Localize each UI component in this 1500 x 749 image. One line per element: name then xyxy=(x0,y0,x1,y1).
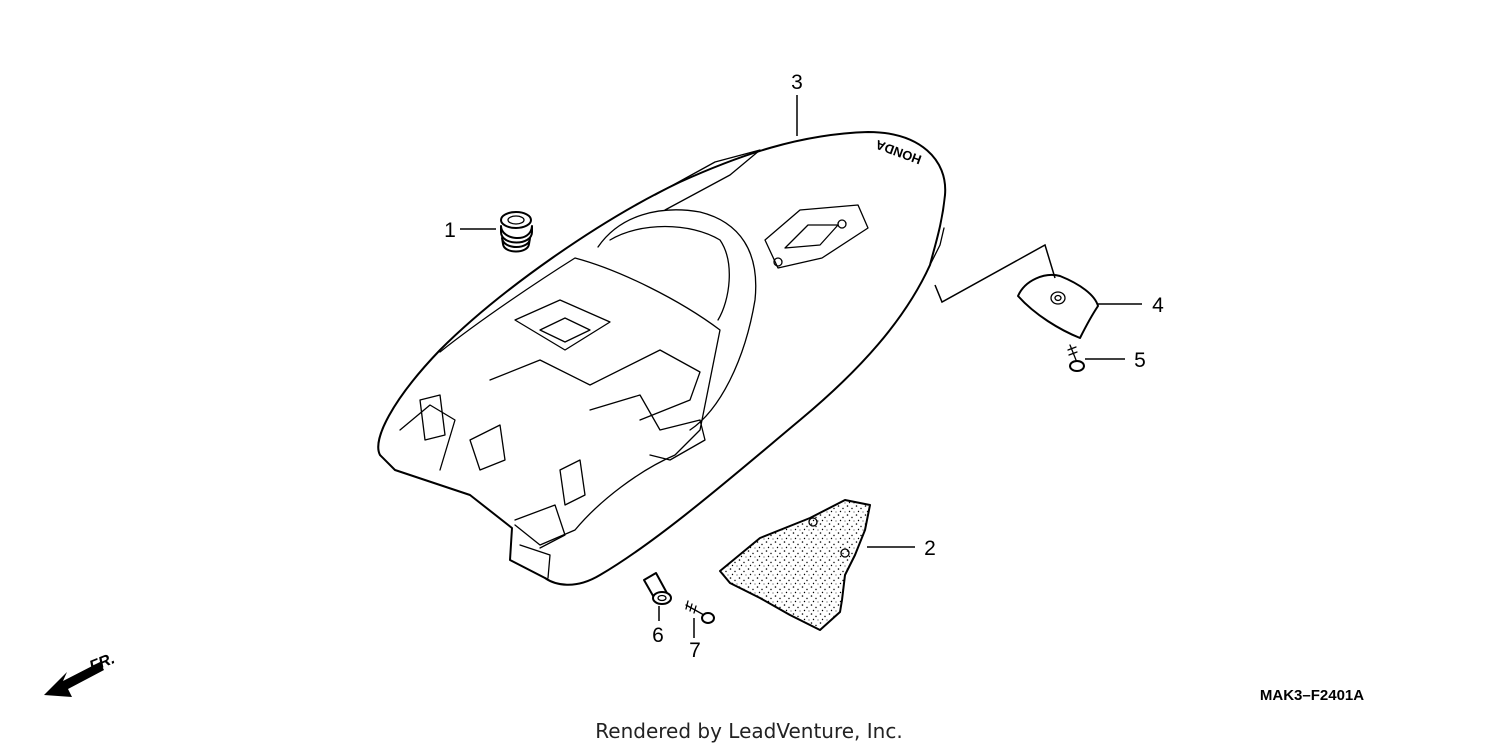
front-label: FR. xyxy=(87,650,117,675)
diagram-code: MAK3–F2401A xyxy=(1260,687,1364,704)
rear-cowl-part[interactable]: HONDA xyxy=(377,131,947,586)
callout-3[interactable]: 3 xyxy=(791,71,803,94)
seal-pad-part[interactable] xyxy=(719,499,871,631)
bolt-part[interactable] xyxy=(685,600,715,624)
lens-cover-part[interactable] xyxy=(1017,274,1099,339)
grommet-part[interactable] xyxy=(500,211,533,253)
collar-part[interactable] xyxy=(643,572,672,605)
leader-4-assembly xyxy=(934,243,1056,304)
callout-6[interactable]: 6 xyxy=(652,624,664,647)
leader-lines xyxy=(460,95,1142,638)
callout-5[interactable]: 5 xyxy=(1134,349,1146,372)
callout-7[interactable]: 7 xyxy=(689,639,701,662)
screw-part[interactable] xyxy=(1067,344,1085,372)
callout-labels: 1 2 3 4 5 6 7 xyxy=(444,71,1164,662)
callout-4[interactable]: 4 xyxy=(1152,294,1164,317)
front-arrow-icon xyxy=(44,662,104,697)
callout-2[interactable]: 2 xyxy=(924,537,936,560)
callout-1[interactable]: 1 xyxy=(444,219,456,242)
front-direction-indicator: FR. xyxy=(44,650,117,697)
footer-credit: Rendered by LeadVenture, Inc. xyxy=(595,719,902,743)
